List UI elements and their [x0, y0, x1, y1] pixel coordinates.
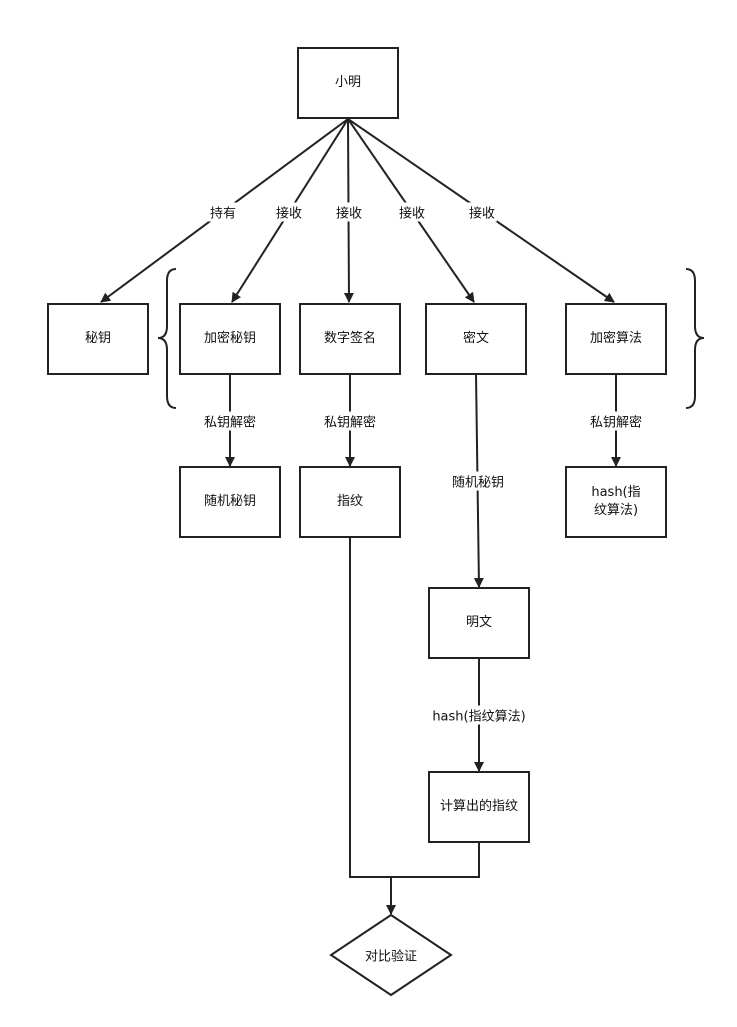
- node-encrypted-key: 加密秘钥: [179, 303, 281, 375]
- node-computed-fingerprint: 计算出的指纹: [428, 771, 530, 843]
- label-hold: 持有: [207, 202, 239, 222]
- node-digital-signature: 数字签名: [299, 303, 401, 375]
- label-receive-1: 接收: [273, 202, 305, 222]
- label-private-decrypt-2: 私钥解密: [321, 411, 379, 431]
- left-brace: [157, 268, 177, 409]
- label-private-decrypt-1: 私钥解密: [201, 411, 259, 431]
- node-xiaoming: 小明: [297, 47, 399, 119]
- node-key: 秘钥: [47, 303, 149, 375]
- edge-fingerprint-to-compare: [349, 537, 391, 878]
- label-private-decrypt-3: 私钥解密: [587, 411, 645, 431]
- label-hash-algorithm: hash(指纹算法): [430, 705, 528, 725]
- node-plaintext: 明文: [428, 587, 530, 659]
- label-receive-2: 接收: [333, 202, 365, 222]
- label-receive-3: 接收: [396, 202, 428, 222]
- node-ciphertext: 密文: [425, 303, 527, 375]
- node-hash-algorithm: hash(指纹算法): [565, 466, 667, 538]
- node-fingerprint: 指纹: [299, 466, 401, 538]
- node-encryption-algorithm: 加密算法: [565, 303, 667, 375]
- node-random-key: 随机秘钥: [179, 466, 281, 538]
- label-receive-4: 接收: [466, 202, 498, 222]
- node-compare-verify: 对比验证: [364, 949, 418, 965]
- compare-diamond-shape: [329, 913, 453, 997]
- label-random-key: 随机秘钥: [449, 471, 507, 491]
- right-brace: [685, 268, 705, 409]
- edge-computed-to-compare: [391, 842, 480, 878]
